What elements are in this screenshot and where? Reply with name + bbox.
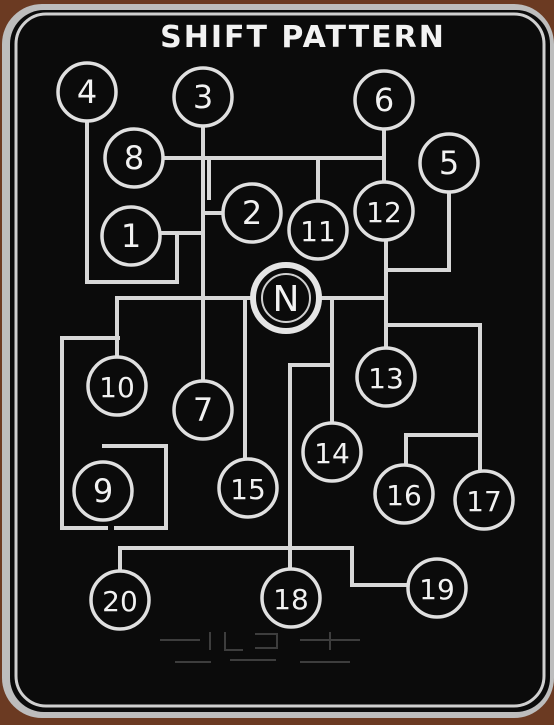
gear-ring bbox=[89, 569, 151, 631]
gear-position-1: 1 bbox=[100, 205, 162, 267]
title: SHIFT PATTERN bbox=[160, 20, 446, 55]
gate-line-16 bbox=[404, 433, 482, 468]
gate-line-18 bbox=[288, 363, 334, 570]
gear-label: 13 bbox=[368, 362, 404, 395]
gear-ring bbox=[301, 421, 363, 483]
gear-ring bbox=[453, 469, 515, 531]
gear-ring bbox=[86, 355, 148, 417]
neutral-position: N bbox=[250, 262, 322, 334]
gear-label: 14 bbox=[314, 437, 350, 470]
gear-ring bbox=[100, 205, 162, 267]
gear-label: 9 bbox=[93, 472, 113, 510]
gear-ring bbox=[221, 182, 283, 244]
gear-label: 16 bbox=[386, 479, 422, 512]
gear-ring bbox=[72, 460, 134, 522]
neutral-label: N bbox=[273, 279, 300, 320]
gear-label: 8 bbox=[124, 139, 144, 177]
gate-line-5 bbox=[384, 190, 451, 272]
gear-ring bbox=[172, 379, 234, 441]
gear-position-9: 9 bbox=[72, 460, 134, 522]
stamp-mark bbox=[160, 632, 360, 651]
gear-position-8: 8 bbox=[103, 127, 165, 189]
gear-position-2: 2 bbox=[221, 182, 283, 244]
gate-line-left-loop bbox=[60, 336, 120, 530]
gear-position-12: 12 bbox=[353, 180, 415, 242]
stamp-mark bbox=[175, 659, 350, 663]
gear-ring bbox=[353, 180, 415, 242]
gear-label: 1 bbox=[121, 217, 141, 255]
gate-line-17 bbox=[384, 323, 482, 474]
gate-line-20-19 bbox=[118, 546, 408, 587]
gear-ring bbox=[373, 463, 435, 525]
gear-label: 19 bbox=[419, 573, 455, 606]
gear-position-16: 16 bbox=[373, 463, 435, 525]
gear-position-15: 15 bbox=[217, 457, 279, 519]
gear-ring bbox=[287, 199, 349, 261]
gear-ring bbox=[217, 457, 279, 519]
gear-ring bbox=[172, 66, 234, 128]
gear-position-17: 17 bbox=[453, 469, 515, 531]
gear-label: 3 bbox=[193, 78, 213, 116]
gear-position-13: 13 bbox=[355, 346, 417, 408]
gear-label: 15 bbox=[230, 473, 266, 506]
gear-position-14: 14 bbox=[301, 421, 363, 483]
gear-label: 11 bbox=[300, 215, 336, 248]
neutral-ring-inner bbox=[261, 273, 311, 323]
gear-ring bbox=[355, 346, 417, 408]
gear-position-5: 5 bbox=[418, 132, 480, 194]
gear-position-19: 19 bbox=[406, 557, 468, 619]
gear-label: 18 bbox=[273, 583, 309, 616]
gear-position-11: 11 bbox=[287, 199, 349, 261]
gear-ring bbox=[56, 61, 118, 123]
gear-label: 5 bbox=[439, 144, 459, 182]
gear-position-18: 18 bbox=[260, 567, 322, 629]
plate-border bbox=[14, 12, 546, 708]
gear-label: 17 bbox=[466, 485, 502, 518]
gear-ring bbox=[353, 69, 415, 131]
gear-label: 12 bbox=[366, 196, 402, 229]
gate-line-9 bbox=[102, 444, 168, 530]
gear-position-6: 6 bbox=[353, 69, 415, 131]
gear-ring bbox=[418, 132, 480, 194]
gear-label: 10 bbox=[99, 371, 135, 404]
gate-line-4 bbox=[85, 116, 205, 284]
gear-position-10: 10 bbox=[86, 355, 148, 417]
gear-label: 4 bbox=[77, 73, 97, 111]
gear-label: 6 bbox=[374, 81, 394, 119]
gear-label: 2 bbox=[242, 194, 262, 232]
gear-label: 7 bbox=[193, 391, 213, 429]
gear-ring bbox=[103, 127, 165, 189]
gear-position-7: 7 bbox=[172, 379, 234, 441]
gear-ring bbox=[406, 557, 468, 619]
gear-position-4: 4 bbox=[56, 61, 118, 123]
gear-label: 20 bbox=[102, 585, 138, 618]
gear-position-3: 3 bbox=[172, 66, 234, 128]
stamp-marks bbox=[160, 632, 360, 663]
gear-ring bbox=[260, 567, 322, 629]
gear-position-20: 20 bbox=[89, 569, 151, 631]
